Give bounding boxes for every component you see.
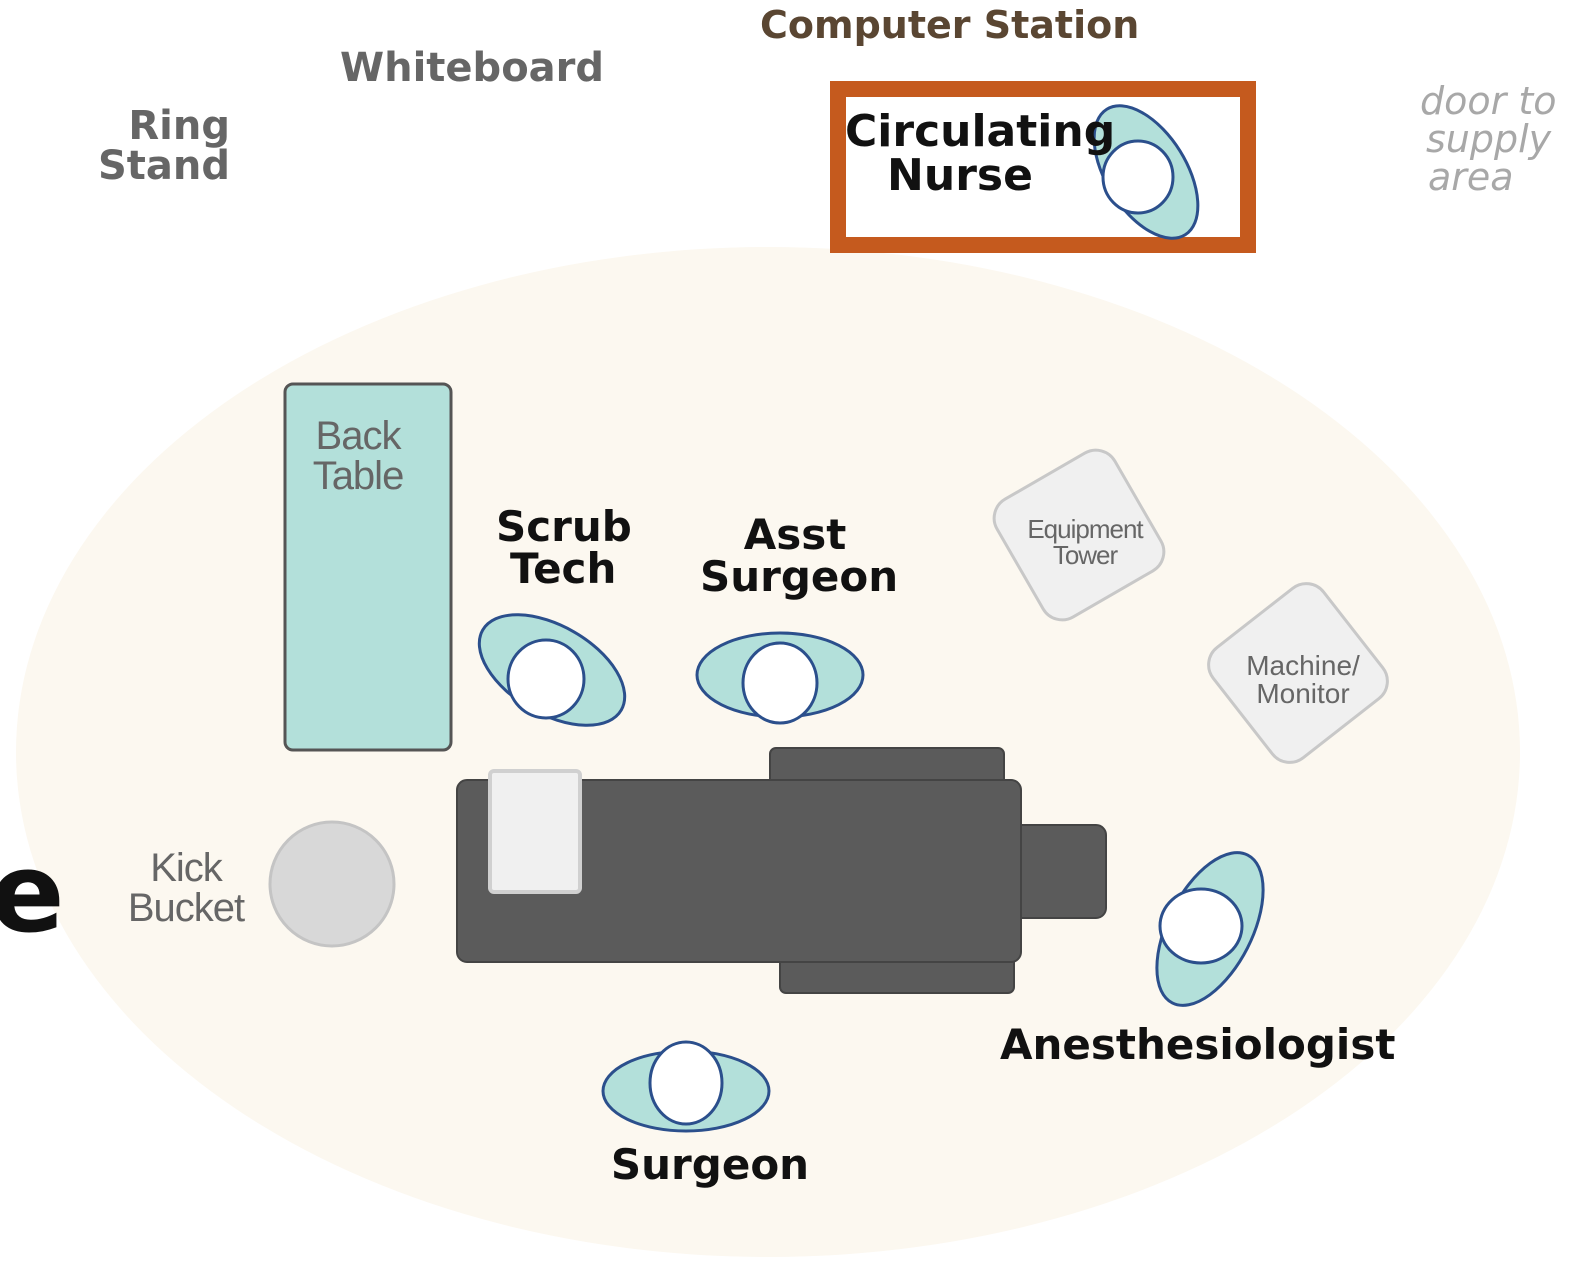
table-pad xyxy=(488,769,582,894)
equipment-line2: Tower xyxy=(1052,540,1118,570)
door-line3: area xyxy=(1428,155,1514,199)
ring-stand-line1: Ring xyxy=(128,103,230,149)
anesthesiologist-label: Anesthesiologist xyxy=(1000,1020,1396,1069)
circulating-line1: Circulating xyxy=(845,106,1116,157)
asst-line1: Asst xyxy=(743,510,847,559)
ring-stand-line2: Stand xyxy=(97,143,230,189)
circulating-line2: Nurse xyxy=(887,150,1033,201)
machine-line1: Machine/ xyxy=(1246,650,1360,681)
circulating-nurse-figure xyxy=(1092,104,1200,240)
surgeon-label: Surgeon xyxy=(610,1140,810,1189)
door-line2: supply xyxy=(1426,117,1552,161)
back-table-line1: Back xyxy=(315,414,402,458)
scrub-line2: Tech xyxy=(510,544,617,593)
scrub-line1: Scrub xyxy=(496,502,632,551)
back-table-label: Back Table xyxy=(288,416,428,496)
kick-bucket xyxy=(268,820,396,948)
asst-surgeon-label: Asst Surgeon xyxy=(700,510,899,601)
whiteboard-label: Whiteboard xyxy=(340,45,605,91)
door-line1: door to xyxy=(1420,79,1557,123)
circulating-nurse-label: Circulating Nurse xyxy=(845,106,1116,201)
back-table-line2: Table xyxy=(312,454,405,498)
equipment-line1: Equipment xyxy=(1027,514,1143,544)
kick-line2: Bucket xyxy=(127,886,245,930)
asst-surgeon-figure xyxy=(695,631,865,725)
kick-line1: Kick xyxy=(150,846,223,890)
anesthesiologist-figure xyxy=(1155,851,1265,1007)
machine-monitor-label: Machine/ Monitor xyxy=(1228,652,1378,708)
equipment-tower-label: Equipment Tower xyxy=(1010,516,1160,568)
kick-bucket-label: Kick Bucket xyxy=(116,848,256,928)
computer-station-label: Computer Station xyxy=(760,3,1140,47)
door-to-supply-area-label: door to supply area xyxy=(1408,82,1578,196)
machine-line2: Monitor xyxy=(1256,678,1350,709)
machine-monitor xyxy=(1207,582,1389,764)
scrub-tech-figure xyxy=(477,613,627,727)
surgeon-figure xyxy=(601,1040,771,1133)
operating-table xyxy=(456,747,1107,994)
equipment-tower xyxy=(992,448,1166,622)
back-table xyxy=(283,382,453,752)
asst-line2: Surgeon xyxy=(700,552,899,601)
edge-letter: e xyxy=(0,829,65,957)
scrub-tech-label: Scrub Tech xyxy=(480,502,632,593)
ring-stand-label: Ring Stand xyxy=(90,106,230,186)
